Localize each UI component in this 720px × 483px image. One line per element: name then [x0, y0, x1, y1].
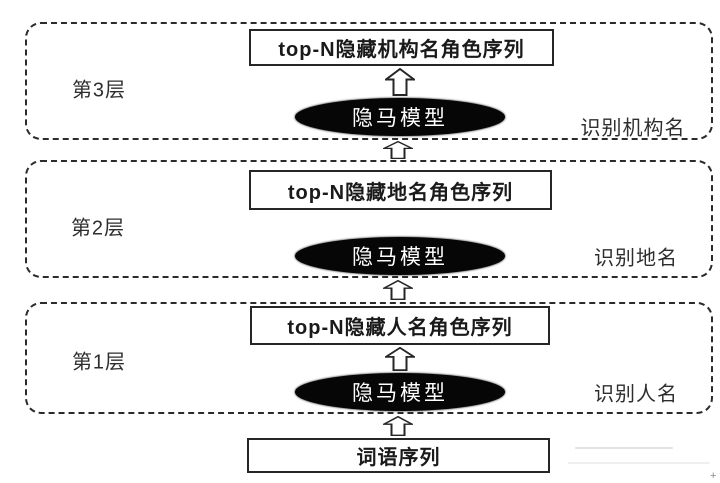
- layer-3-task-label: 识别机构名: [580, 117, 686, 140]
- layer-2-output-box: top-N隐藏地名角色序列: [249, 170, 552, 210]
- up-arrow-icon: [383, 141, 413, 159]
- layer-2-hmm-ellipse: 隐马模型: [295, 237, 505, 275]
- layer-3-output-box: top-N隐藏机构名角色序列: [249, 29, 554, 66]
- watermark-smudge: [568, 462, 710, 464]
- layer-1: 第1层 top-N隐藏人名角色序列 隐马模型 识别人名: [25, 302, 713, 414]
- layer-3-name-label: 第3层: [71, 79, 127, 102]
- layer-3-hmm-ellipse: 隐马模型: [295, 98, 505, 136]
- watermark-smudge: [575, 447, 673, 449]
- layer-3: 第3层 top-N隐藏机构名角色序列 隐马模型 识别机构名: [25, 22, 713, 140]
- layer-1-name-label: 第1层: [71, 351, 127, 374]
- layer-1-output-box: top-N隐藏人名角色序列: [250, 306, 550, 345]
- layer-2-task-label: 识别地名: [594, 247, 678, 270]
- layer-1-task-label: 识别人名: [594, 383, 678, 406]
- up-arrow-icon: [383, 416, 413, 436]
- up-arrow-icon: [385, 68, 415, 96]
- layer-1-hmm-ellipse: 隐马模型: [295, 373, 505, 411]
- layer-2: 第2层 top-N隐藏地名角色序列 隐马模型 识别地名: [25, 160, 713, 278]
- up-arrow-icon: [383, 280, 413, 300]
- input-sequence-box: 词语序列: [247, 438, 550, 473]
- up-arrow-icon: [385, 347, 415, 371]
- watermark-plus-mark: +: [710, 470, 717, 482]
- layer-2-name-label: 第2层: [70, 217, 126, 240]
